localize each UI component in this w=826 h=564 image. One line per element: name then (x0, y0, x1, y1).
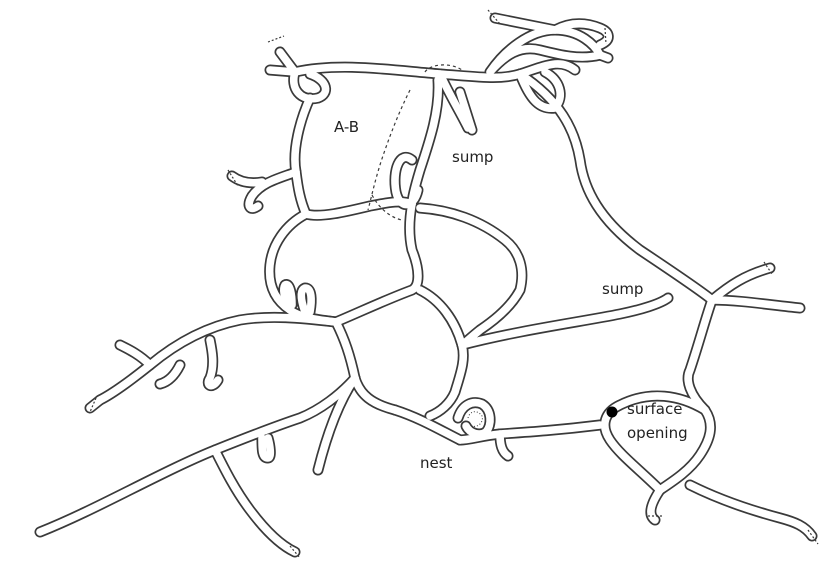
tunnel-lower-drop-interior (211, 446, 299, 556)
tunnel-top-arc-interior (291, 60, 579, 82)
tunnel-center-big-right-interior (416, 204, 526, 349)
tunnel-far-right-bottom-interior (686, 481, 816, 540)
tunnel-bottom-branch-interior (647, 486, 664, 524)
tunnel-left-lower-long-interior (96, 313, 340, 404)
tunnel-top-left-loop-interior (290, 68, 330, 103)
label-sump-right: sump (602, 280, 643, 298)
tunnel-bottom-drop-interior (314, 374, 359, 474)
label-sump-top: sump (452, 148, 493, 166)
label-ab: A-B (334, 118, 359, 136)
tunnel-nest-chamber-interior (454, 398, 494, 438)
tunnel-interiors (36, 14, 816, 556)
tunnel-left-loop-fingers-interior (280, 280, 315, 316)
label-surface: surface (627, 400, 682, 418)
nest-chamber (467, 411, 483, 427)
surface-opening-dot (606, 406, 618, 418)
tunnel-left-side-branch-interior (228, 168, 300, 213)
tunnel-mid-cross-interior (332, 200, 422, 326)
label-opening: opening (627, 424, 688, 442)
tunnel-right-outer-interior (516, 70, 716, 304)
tunnel-sump-right-interior (458, 294, 672, 349)
tunnel-lower-center-interior (36, 374, 359, 536)
tunnel-nest-line-interior (391, 406, 464, 444)
tunnel-center-big-right-wall (414, 202, 528, 351)
end-caps (89, 9, 819, 559)
tunnel-top-inner-interior (436, 70, 476, 134)
tunnel-surface-lower-interior (456, 421, 604, 444)
tunnel-surface-loop-interior (601, 392, 709, 494)
tunnel-nest-underdrop-interior (496, 430, 512, 460)
tunnel-right-branch-interior (708, 264, 804, 312)
tunnel-center-right-interior (416, 286, 468, 420)
tunnel-top-left-stub-interior (266, 48, 299, 76)
tunnel-lower-finger-interior (258, 434, 275, 462)
label-nest: nest (420, 454, 453, 472)
tunnel-left-lower-fingers-interior (156, 336, 222, 390)
ab-dashed-outline (367, 64, 463, 221)
tunnel-far-right-top-interior (491, 14, 613, 62)
tunnel-network (34, 12, 818, 558)
